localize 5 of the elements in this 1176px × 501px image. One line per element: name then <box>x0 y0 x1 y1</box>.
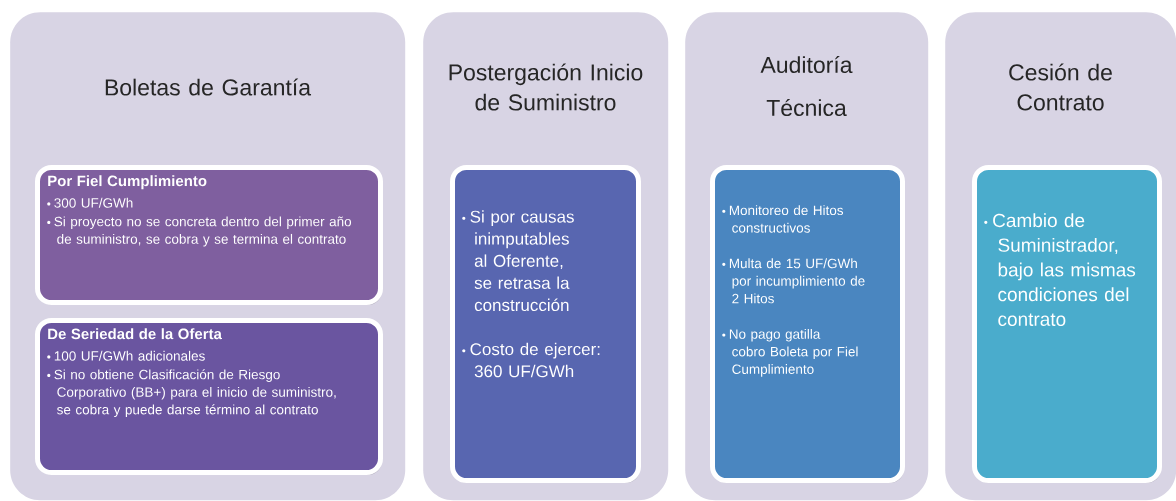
content-box: Monitoreo de Hitos constructivos Multa de 15 UF/GWh por incumplimiento de 2 Hitos No pago gatilla cobro Boleta por Fiel Cumplimiento <box>710 165 905 483</box>
content-box: De Seriedad de la Oferta 100 UF/GWh adicionales Si no obtiene Clasificación de Riesgo Corporativo (BB+) para el inicio de suministro, se cobra y puede darse término al contrato <box>35 318 383 475</box>
content-box: Si por causas inimputables al Oferente, se retrasa la construcción Costo de ejercer: 360 UF/GWh <box>450 165 641 483</box>
content-box: Por Fiel Cumplimiento 300 UF/GWh Si proyecto no se concreta dentro del primer año de suministro, se cobra y se termina el contrato <box>35 165 383 305</box>
content-box: Cambio de Suministrador, bajo las mismas condiciones del contrato <box>972 165 1162 483</box>
